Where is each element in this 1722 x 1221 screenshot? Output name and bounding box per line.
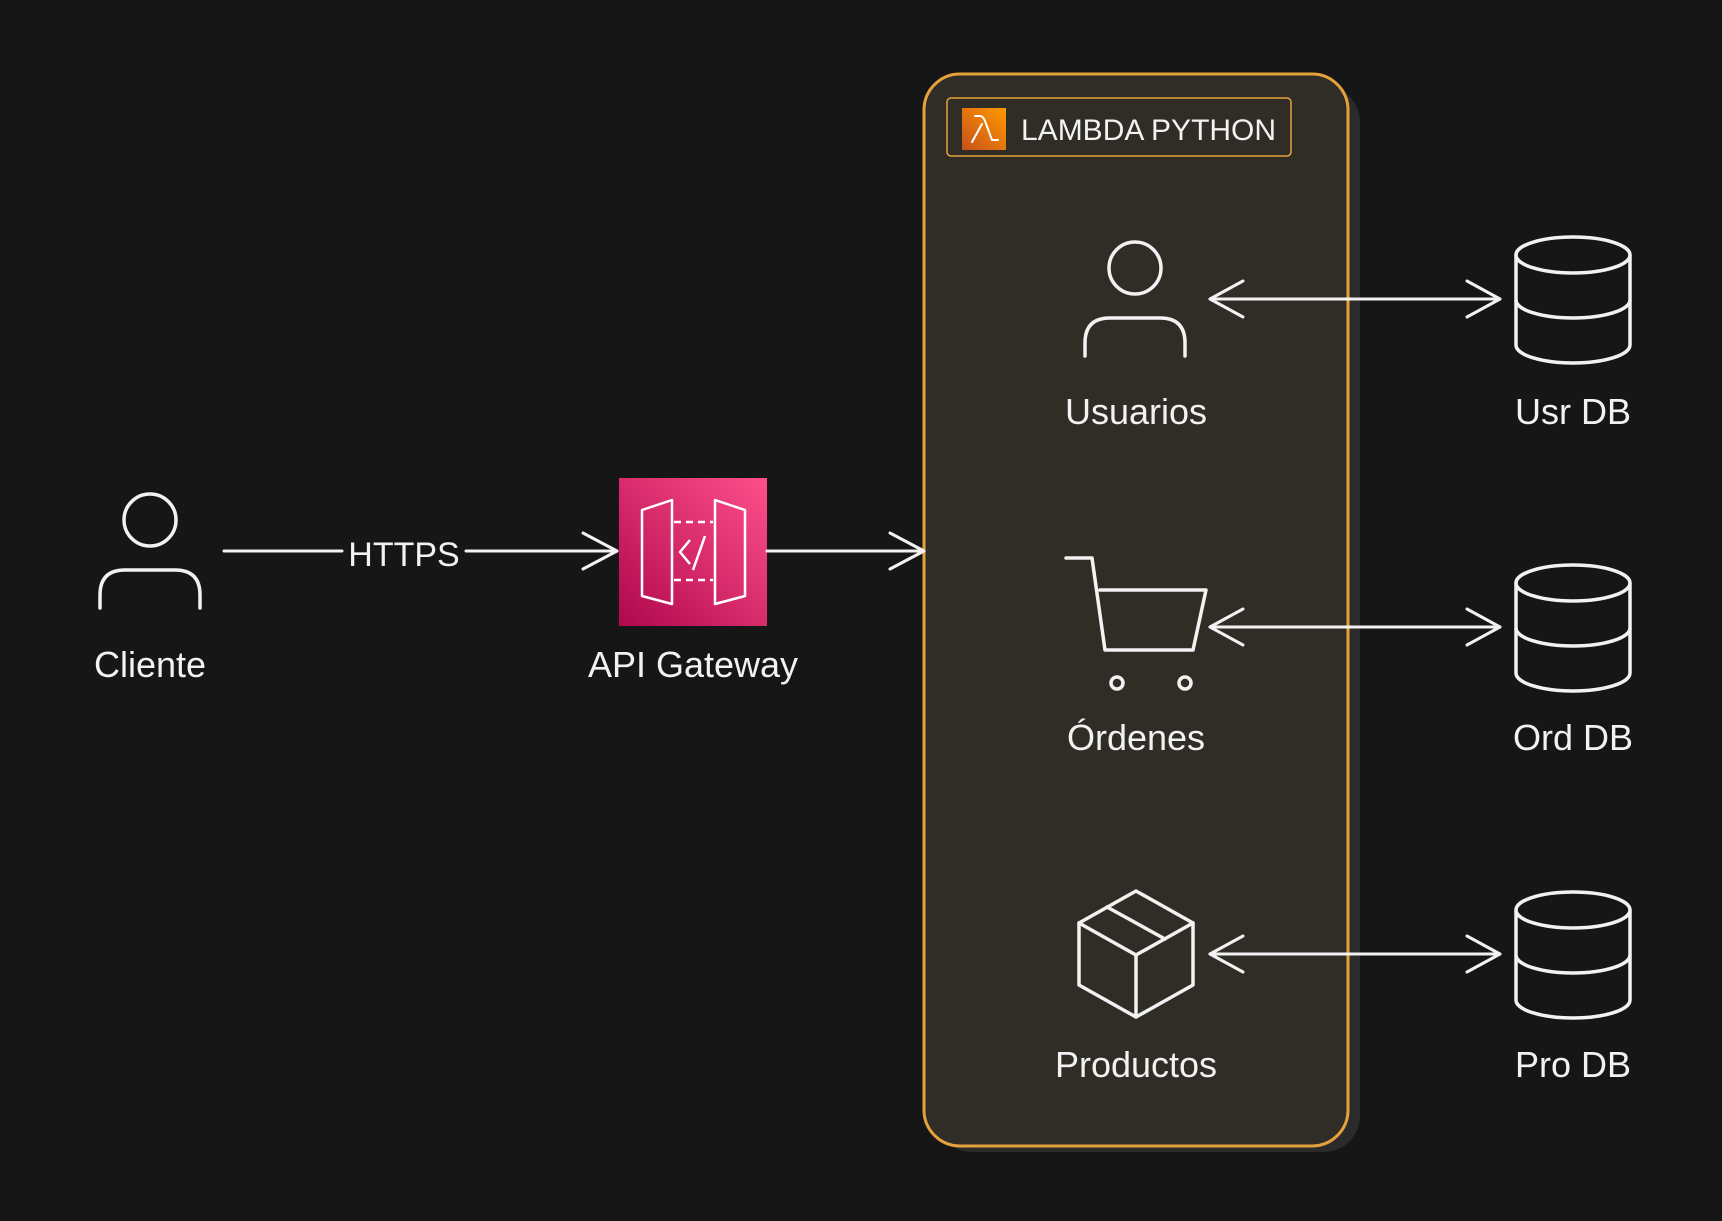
lambda-group[interactable]: LAMBDA PYTHON (922, 72, 1360, 1152)
gateway-label: API Gateway (588, 644, 798, 685)
orders-db-label: Ord DB (1513, 717, 1633, 758)
user-icon (1083, 240, 1187, 358)
edge-users-db[interactable] (1208, 279, 1502, 319)
api-gateway-icon (619, 478, 767, 626)
database-icon (1514, 563, 1632, 693)
arrow-head (1465, 607, 1502, 647)
orders-node[interactable]: Órdenes (1064, 556, 1208, 758)
arrow-head (1465, 934, 1502, 974)
lambda-header-border (946, 97, 1292, 157)
box-icon (1077, 889, 1195, 1019)
lambda-group-title: LAMBDA PYTHON (1021, 114, 1276, 147)
database-icon (1514, 235, 1632, 365)
lambda-group-header: LAMBDA PYTHON (946, 97, 1292, 157)
edge-gateway-to-lambda[interactable] (765, 531, 926, 571)
gateway-node[interactable]: API Gateway (588, 478, 798, 685)
lambda-icon (962, 108, 1006, 150)
arrow-head (1208, 934, 1245, 974)
edge-orders-db[interactable] (1208, 607, 1502, 647)
users-node[interactable]: Usuarios (1065, 240, 1207, 432)
users-db-node[interactable]: Usr DB (1514, 235, 1632, 432)
orders-db-node[interactable]: Ord DB (1513, 563, 1633, 758)
products-label: Productos (1055, 1044, 1217, 1085)
users-label: Usuarios (1065, 391, 1207, 432)
arrow-head (888, 531, 926, 571)
edge-products-db[interactable] (1208, 934, 1502, 974)
client-label: Cliente (94, 644, 206, 685)
products-node[interactable]: Productos (1055, 889, 1217, 1085)
lambda-group-box (922, 72, 1350, 1148)
arrow-head (1465, 279, 1502, 319)
arrow-head (581, 531, 619, 571)
users-db-label: Usr DB (1515, 391, 1631, 432)
cart-icon (1064, 556, 1208, 691)
edge-label-https: HTTPS (348, 536, 459, 574)
user-icon (98, 492, 202, 610)
orders-label: Órdenes (1067, 717, 1205, 758)
client-node[interactable]: Cliente (94, 492, 206, 685)
products-db-label: Pro DB (1515, 1044, 1631, 1085)
database-icon (1514, 890, 1632, 1020)
products-db-node[interactable]: Pro DB (1514, 890, 1632, 1085)
arrow-head (1208, 279, 1245, 319)
edge-client-to-gateway[interactable] (222, 531, 619, 571)
arrow-head (1208, 607, 1245, 647)
